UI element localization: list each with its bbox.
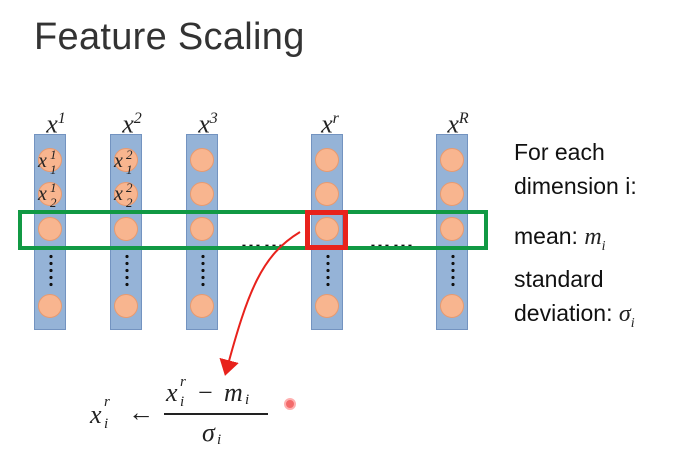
feature-column-2	[110, 134, 142, 330]
feature-node	[440, 217, 464, 241]
feature-node	[190, 294, 214, 318]
fraction-bar	[164, 413, 268, 415]
feature-node	[114, 182, 138, 206]
feature-node	[38, 294, 62, 318]
vertical-ellipsis	[326, 253, 330, 287]
feature-node	[114, 294, 138, 318]
column-label-x1: x1	[46, 109, 66, 139]
feature-column-r	[311, 134, 343, 330]
vertical-ellipsis	[125, 253, 129, 287]
selected-cell-highlight	[305, 210, 348, 250]
laser-pointer-icon	[284, 398, 296, 410]
column-label-x2: x2	[122, 109, 142, 139]
side-text-line1: For each	[514, 139, 605, 165]
feature-node	[114, 148, 138, 172]
feature-node	[38, 148, 62, 172]
column-label-xR: xR	[447, 109, 469, 139]
feature-node	[190, 148, 214, 172]
vertical-ellipsis	[451, 253, 455, 287]
feature-column-3	[186, 134, 218, 330]
feature-node	[315, 217, 339, 241]
side-text-line2: dimension i:	[514, 173, 637, 199]
mean-label: mean: mi	[514, 223, 606, 254]
feature-node	[440, 182, 464, 206]
feature-column-1	[34, 134, 66, 330]
column-label-xr: xr	[321, 109, 339, 139]
column-label-x3: x3	[198, 109, 218, 139]
feature-node	[38, 182, 62, 206]
feature-column-R	[436, 134, 468, 330]
feature-node	[190, 217, 214, 241]
dimension-row-highlight	[18, 210, 488, 250]
feature-node	[315, 182, 339, 206]
vertical-ellipsis	[49, 253, 53, 287]
feature-node	[440, 148, 464, 172]
slide-title: Feature Scaling	[34, 16, 305, 58]
feature-node	[114, 217, 138, 241]
std-label-line2: deviation: σi	[514, 300, 635, 331]
formula-arrow: ←	[128, 398, 154, 427]
std-label-line1: standard	[514, 266, 604, 292]
feature-node	[440, 294, 464, 318]
feature-node	[315, 148, 339, 172]
vertical-ellipsis	[201, 253, 205, 287]
feature-node	[315, 294, 339, 318]
feature-node	[38, 217, 62, 241]
feature-node	[190, 182, 214, 206]
